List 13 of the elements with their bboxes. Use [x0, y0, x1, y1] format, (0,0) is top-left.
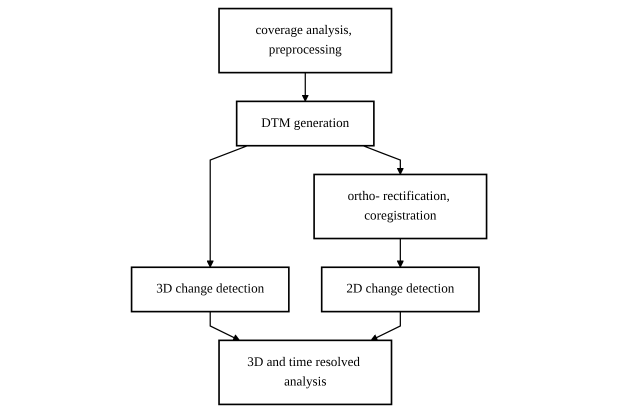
arrow — [363, 145, 404, 175]
node-box — [218, 340, 393, 406]
flowchart: coverage analysis, preprocessing DTM generation ortho- rectification, coregistration 3D change detection 2D change detection 3D and time resolved analysis — [125, 2, 494, 411]
arrow — [210, 312, 240, 341]
arrow — [302, 72, 310, 102]
arrow — [370, 312, 402, 341]
arrow — [397, 238, 404, 268]
node-box — [131, 266, 290, 312]
node-box — [218, 8, 393, 74]
arrow — [207, 145, 248, 268]
node-box — [236, 100, 376, 147]
node-box — [321, 266, 480, 312]
node-box — [314, 174, 488, 240]
